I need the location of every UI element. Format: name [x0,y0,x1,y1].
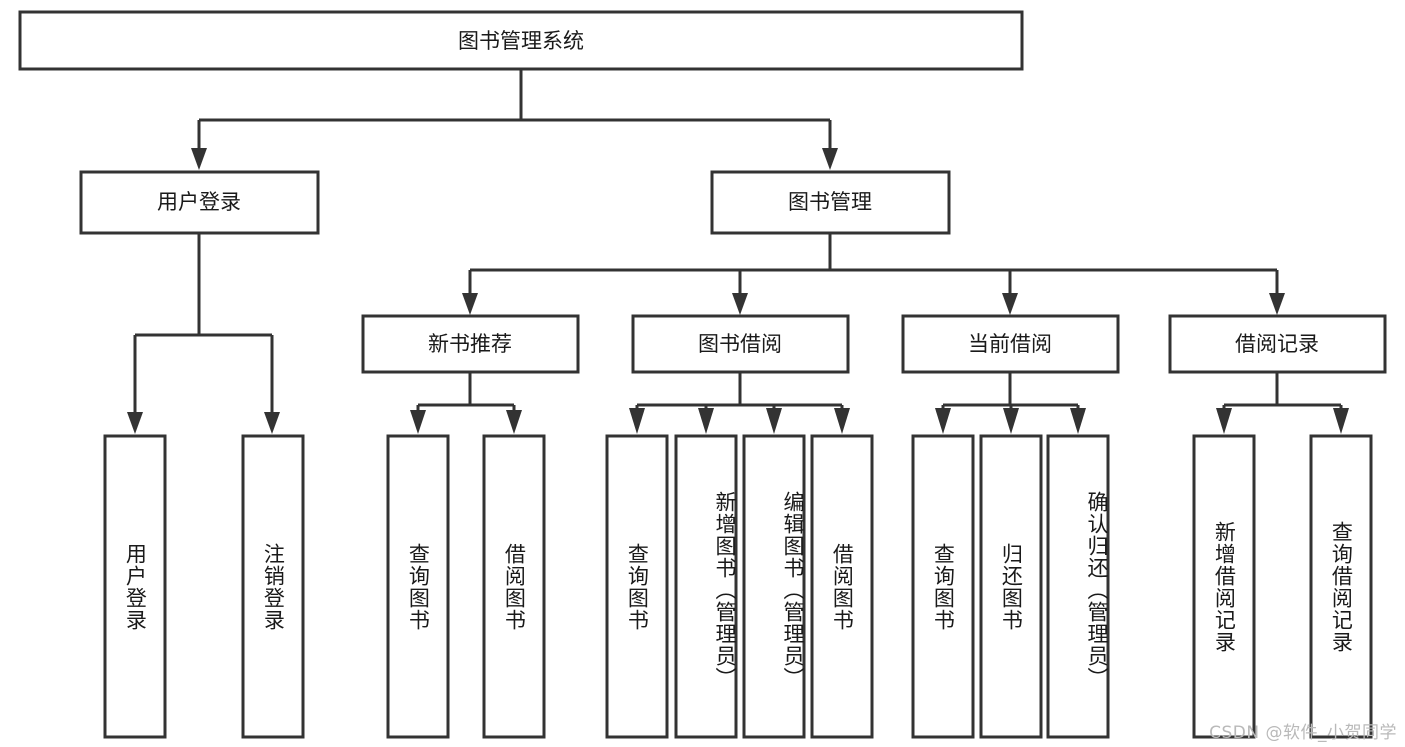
node-leaf-bb-edit-book[interactable] [742,434,806,739]
arrowhead-nb-leaf1 [410,410,426,434]
label-root: 图书管理系统 [458,29,584,53]
arrowhead-cb-leaf2 [1003,408,1019,434]
node-leaf-cb-confirm-return[interactable] [1046,434,1110,739]
node-book-manage[interactable] [710,170,951,235]
label-borrow-record: 借阅记录 [1235,332,1319,356]
arrowhead-bb-leaf1 [629,408,645,434]
node-leaf-nb-borrow-book[interactable] [482,434,546,739]
label-current-borrow: 当前借阅 [968,332,1052,356]
node-leaf-bb-add-book[interactable] [674,434,738,739]
node-leaf-cb-return-book[interactable] [979,434,1043,739]
node-leaf-logout[interactable] [241,434,305,739]
node-leaf-br-add-record[interactable] [1192,434,1256,739]
arrowhead-book-borrow [732,293,748,315]
node-new-book-recommend[interactable] [361,314,580,374]
arrowhead-leaf-user-login [127,412,143,434]
csdn-watermark: CSDN @软件_小贺同学 [1209,723,1397,743]
node-book-borrow[interactable] [631,314,850,374]
node-leaf-br-query-record[interactable] [1309,434,1373,739]
connector-group-new-book-to-leaves [410,372,522,434]
node-leaf-nb-query-book[interactable] [386,434,450,739]
label-book-manage: 图书管理 [788,190,872,214]
connector-group-book-manage-to-level3 [462,233,1285,315]
node-user-login[interactable] [79,170,320,235]
arrowhead-book-manage [822,148,838,170]
arrowhead-leaf-logout [264,412,280,434]
label-new-book-recommend: 新书推荐 [428,332,512,356]
node-borrow-record[interactable] [1168,314,1387,374]
connector-group-borrow-record-to-leaves [1216,372,1349,434]
connector-group-current-borrow-to-leaves [935,372,1086,434]
label-book-borrow: 图书借阅 [698,332,782,356]
arrowhead-bb-leaf3 [766,408,782,434]
arrowhead-borrow-record [1269,293,1285,315]
node-current-borrow[interactable] [901,314,1120,374]
node-leaf-user-login[interactable] [103,434,167,739]
arrowhead-cb-leaf1 [935,408,951,434]
node-root[interactable] [18,10,1024,71]
connector-group-root-to-level2 [191,69,838,170]
arrowhead-br-leaf2 [1333,408,1349,434]
arrowhead-nb-leaf2 [506,410,522,434]
node-leaf-cb-query-book[interactable] [911,434,975,739]
arrowhead-current-borrow [1002,293,1018,315]
connector-group-book-borrow-to-leaves [629,372,850,434]
arrowhead-bb-leaf2 [698,408,714,434]
connector-group-user-login-to-leaves [127,233,280,434]
node-leaf-bb-query-book[interactable] [605,434,669,739]
arrowhead-bb-leaf4 [834,408,850,434]
arrowhead-br-leaf1 [1216,408,1232,434]
arrowhead-user-login [191,148,207,170]
label-user-login: 用户登录 [157,190,241,214]
arrowhead-new-book [462,293,478,315]
node-leaf-bb-borrow-book[interactable] [810,434,874,739]
arrowhead-cb-leaf3 [1070,408,1086,434]
